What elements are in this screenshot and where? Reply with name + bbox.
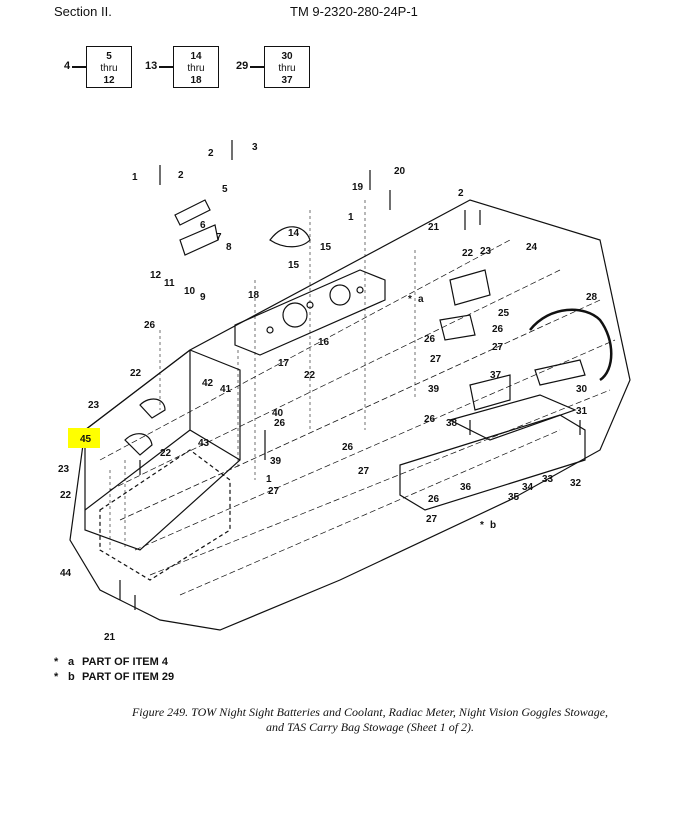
callout-45: 45 <box>80 434 92 445</box>
callout-42: 42 <box>202 378 214 389</box>
callout-14: 14 <box>288 228 300 239</box>
callout-27: 27 <box>430 354 442 365</box>
callout-b: b <box>490 520 496 531</box>
callout-26: 26 <box>274 418 286 429</box>
callout-22: 22 <box>462 248 474 259</box>
callout-10: 10 <box>184 286 196 297</box>
callout-44: 44 <box>60 568 72 579</box>
callout-26: 26 <box>144 320 156 331</box>
callout-18: 18 <box>248 290 260 301</box>
callout-38: 38 <box>446 418 458 429</box>
ref-lead-29: 29 <box>236 60 249 72</box>
callout-35: 35 <box>508 492 520 503</box>
callout-26: 26 <box>424 414 436 425</box>
callout-15: 15 <box>320 242 332 253</box>
callout-22: 22 <box>304 370 316 381</box>
callout-22: 22 <box>130 368 142 379</box>
callout-6: 6 <box>200 220 206 231</box>
callout-27: 27 <box>492 342 504 353</box>
callout-9: 9 <box>200 292 206 303</box>
ref-lead-13: 13 <box>145 60 158 72</box>
callout-12: 12 <box>150 270 162 281</box>
callout-25: 25 <box>498 308 510 319</box>
callout-1: 1 <box>348 212 354 223</box>
callout-3: 3 <box>252 142 258 153</box>
callout-19: 19 <box>352 182 364 193</box>
bracket-plate <box>234 269 386 356</box>
callout-27: 27 <box>268 486 280 497</box>
floor-panel <box>69 199 631 631</box>
callout-36: 36 <box>460 482 472 493</box>
section-title: Section II. <box>54 4 112 19</box>
callout-30: 30 <box>576 384 588 395</box>
callout-27: 27 <box>426 514 438 525</box>
top-bracket <box>174 199 211 226</box>
callout-2: 2 <box>178 170 184 181</box>
callout-22: 22 <box>160 448 172 459</box>
callout-43: 43 <box>198 438 210 449</box>
callout-33: 33 <box>542 474 554 485</box>
figure-caption: Figure 249. TOW Night Sight Batteries an… <box>131 705 609 734</box>
callout-20: 20 <box>394 166 406 177</box>
callout-2: 2 <box>458 188 464 199</box>
callout-2: 2 <box>208 148 214 159</box>
manual-number: TM 9-2320-280-24P-1 <box>290 4 418 19</box>
callout-26: 26 <box>492 324 504 335</box>
ref-line <box>159 66 173 68</box>
ref-line <box>250 66 264 68</box>
callout-11: 11 <box>164 278 175 289</box>
callout-23: 23 <box>58 464 70 475</box>
callout-32: 32 <box>570 478 582 489</box>
callout-37: 37 <box>490 370 502 381</box>
ref-lead-4: 4 <box>64 60 71 72</box>
callout-22: 22 <box>60 490 72 501</box>
svg-text:*: * <box>480 520 484 531</box>
callout-26: 26 <box>342 442 354 453</box>
callout-a: a <box>418 294 424 305</box>
highlight-45 <box>68 428 100 448</box>
callout-28: 28 <box>586 292 598 303</box>
ref-line <box>72 66 86 68</box>
callout-39: 39 <box>428 384 440 395</box>
callout-1: 1 <box>132 172 138 183</box>
callout-27: 27 <box>358 466 370 477</box>
callout-21: 21 <box>428 222 440 233</box>
callout-34: 34 <box>522 482 534 493</box>
callout-1: 1 <box>266 474 272 485</box>
callout-26: 26 <box>428 494 440 505</box>
coolant-hose <box>529 308 613 382</box>
callout-21: 21 <box>104 632 116 643</box>
battery-clamp <box>449 269 491 306</box>
callout-8: 8 <box>226 242 232 253</box>
callout-15: 15 <box>288 260 300 271</box>
svg-text:*: * <box>408 294 412 305</box>
exploded-view-diagram: 2 3 1 2 5 6 7 8 12 11 10 9 26 14 15 15 1… <box>58 140 631 643</box>
star-markers: * * <box>408 294 484 531</box>
callout-5: 5 <box>222 184 228 195</box>
callout-16: 16 <box>318 337 330 348</box>
callout-23: 23 <box>88 400 100 411</box>
callout-7: 7 <box>216 232 222 243</box>
callout-39: 39 <box>270 456 282 467</box>
callout-31: 31 <box>576 406 588 417</box>
callout-40: 40 <box>272 408 284 419</box>
callout-24: 24 <box>526 242 538 253</box>
callout-23: 23 <box>480 246 492 257</box>
callouts: 2 3 1 2 5 6 7 8 12 11 10 9 26 14 15 15 1… <box>58 142 598 643</box>
callout-41: 41 <box>220 384 232 395</box>
callout-17: 17 <box>278 358 290 369</box>
callout-26: 26 <box>424 334 436 345</box>
